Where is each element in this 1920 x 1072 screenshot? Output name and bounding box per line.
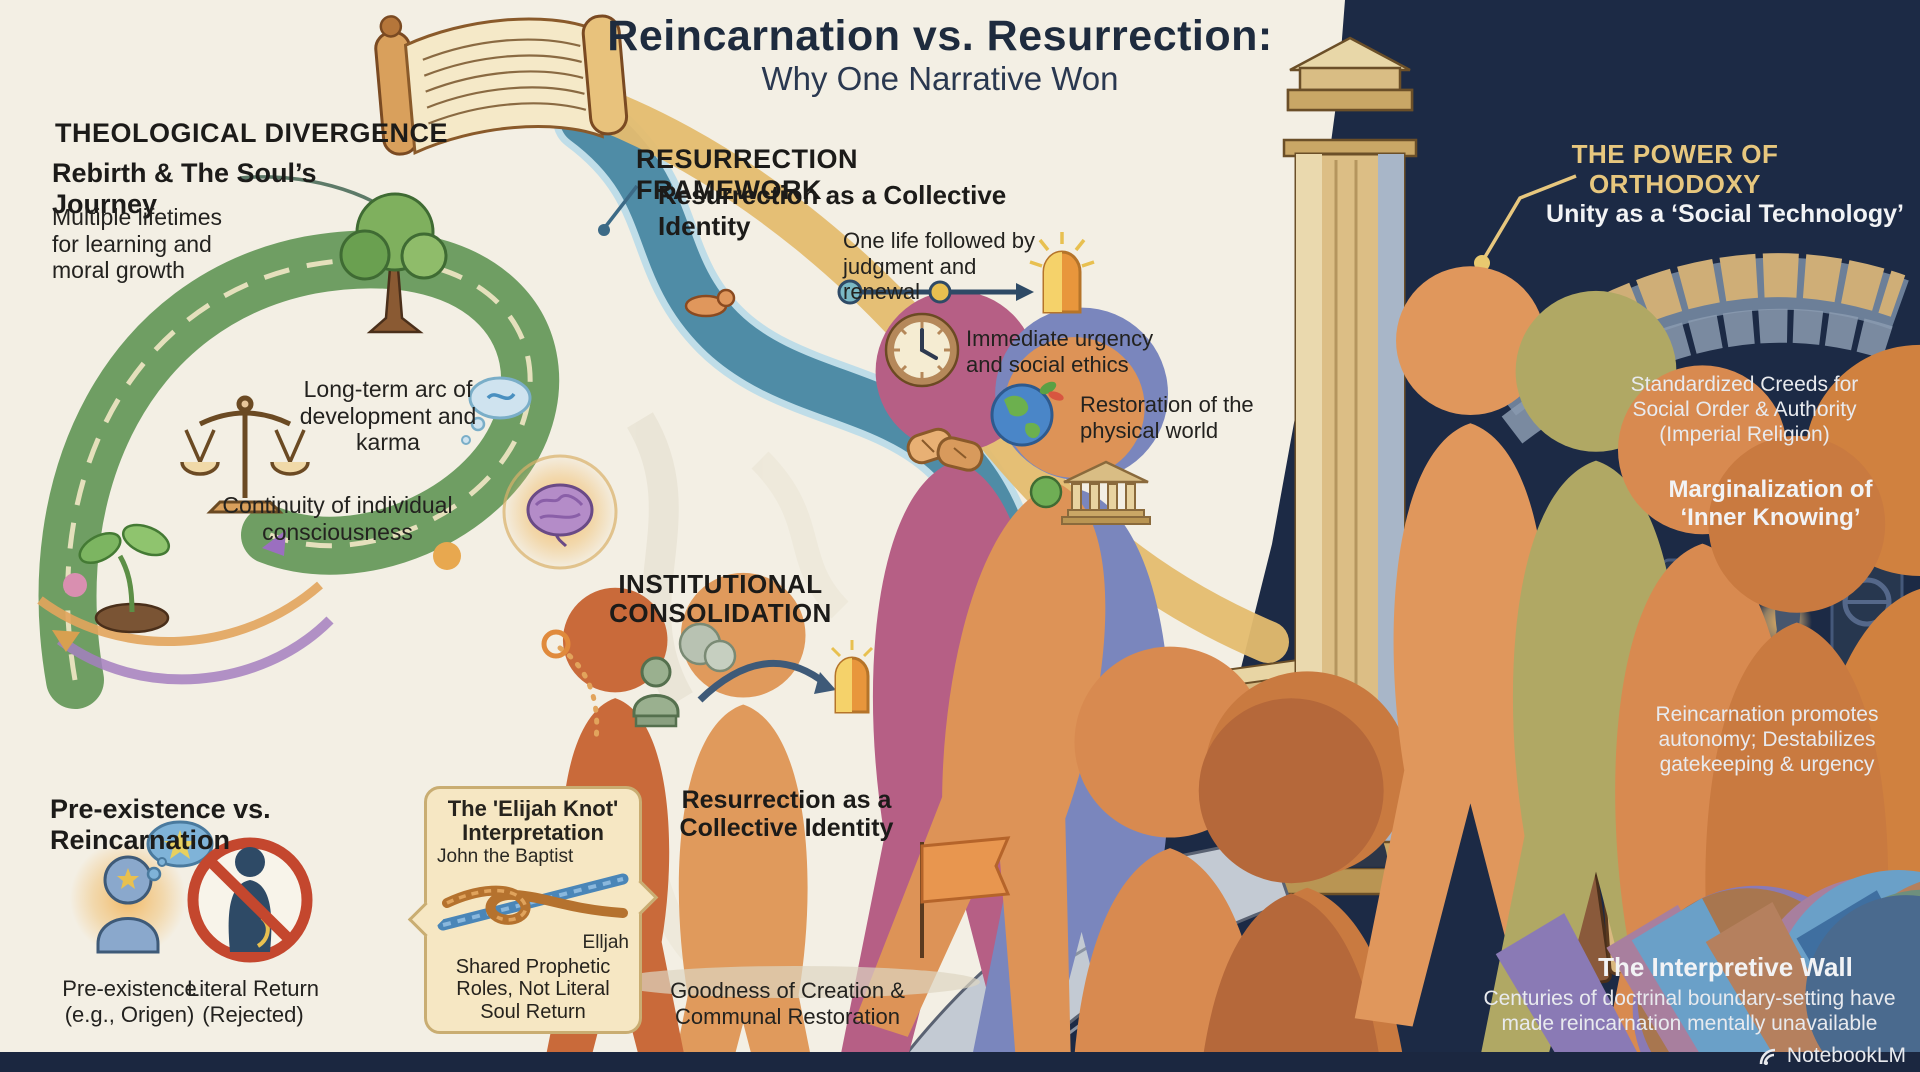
framework-subheading: Resurrection as a Collective Identity xyxy=(658,180,1007,241)
clock-icon xyxy=(884,312,960,388)
page-subtitle: Why One Narrative Won xyxy=(761,60,1119,97)
elijah-knot-box: The 'Elijah Knot' Interpretation John th… xyxy=(407,786,659,1034)
scroll-icon xyxy=(374,14,629,156)
bottom-bar xyxy=(0,1052,1920,1072)
temple-icon xyxy=(1029,460,1151,525)
timeline-icon xyxy=(837,232,1095,314)
notebooklm-branding: NotebookLM xyxy=(1759,1044,1906,1068)
orthodoxy-creeds: Standardized Creeds for Social Order & A… xyxy=(1630,373,1859,447)
scales-icon xyxy=(180,395,310,514)
globe-icon xyxy=(990,381,1064,447)
preexistence-icon xyxy=(70,820,214,956)
sprout-icon xyxy=(78,523,171,634)
prohibition-icon xyxy=(187,837,313,963)
literal-return-label: Literal Return (Rejected) xyxy=(186,976,320,1027)
framework-point-restoration: Restoration of the physical world xyxy=(1080,392,1254,443)
brain-icon xyxy=(502,454,618,570)
collective-caption: Goodness of Creation & Communal Restorat… xyxy=(670,978,905,1029)
crowd-icon xyxy=(610,836,1920,1072)
elijah-label-elijah: Elljah xyxy=(582,932,629,954)
door-icon xyxy=(830,640,874,714)
divergence-point-continuity: Continuity of individual consciousness xyxy=(222,492,453,545)
marginalization-heading: Marginalization of ‘Inner Knowing’ xyxy=(1668,476,1873,531)
orthodoxy-heading: THE POWER OF ORTHODOXY xyxy=(1571,139,1779,199)
divergence-subheading: Rebirth & The Soul’s Journey xyxy=(52,158,317,219)
rebirth-spiral-path xyxy=(37,230,560,709)
framework-point-urgency: Immediate urgency and social ethics xyxy=(966,326,1154,377)
notebooklm-logo-text: NotebookLM xyxy=(1786,1044,1906,1067)
door-icon xyxy=(1029,232,1095,314)
elijah-title: The 'Elijah Knot' Interpretation xyxy=(447,796,619,845)
divergence-point-karma: Long-term arc of development and karma xyxy=(299,376,477,456)
tree-icon xyxy=(339,192,448,334)
notebooklm-logo-icon xyxy=(1759,1048,1776,1065)
framework-heading: RESURRECTION FRAMEWORK xyxy=(636,144,859,205)
handshake-icon xyxy=(906,427,984,472)
institution-icons xyxy=(541,622,874,743)
thought-bubble-icon xyxy=(461,376,532,445)
orthodoxy-subheading: Unity as a ‘Social Technology’ xyxy=(1546,200,1904,228)
divergence-heading: THEOLOGICAL DIVERGENCE xyxy=(55,118,449,148)
institutional-heading: INSTITUTIONAL CONSOLIDATION xyxy=(609,569,832,629)
preexistence-origen-label: Pre-existence (e.g., Origen) xyxy=(62,976,197,1027)
resurrection-figures xyxy=(684,266,1920,1072)
elijah-caption: Shared Prophetic Roles, Not Literal Soul… xyxy=(455,955,611,1023)
collective-heading: Resurrection as a Collective Identity xyxy=(679,786,894,842)
preexistence-heading: Pre-existence vs. Reincarnation xyxy=(50,794,271,855)
page-title: Reincarnation vs. Resurrection: xyxy=(607,12,1273,60)
marginalization-body: Reincarnation promotes autonomy; Destabi… xyxy=(1655,703,1879,777)
elijah-label-john: John the Baptist xyxy=(437,845,574,867)
interpretive-wall-body: Centuries of doctrinal boundary-setting … xyxy=(1483,987,1896,1036)
framework-connector xyxy=(598,184,639,236)
interpretive-wall-heading: The Interpretive Wall xyxy=(1598,952,1853,982)
divergence-point-lifetimes: Multiple lifetimes for learning and mora… xyxy=(52,204,222,284)
knot-icon xyxy=(437,873,629,931)
framework-point-judgment: One life followed by judgment and renewa… xyxy=(843,228,1035,305)
